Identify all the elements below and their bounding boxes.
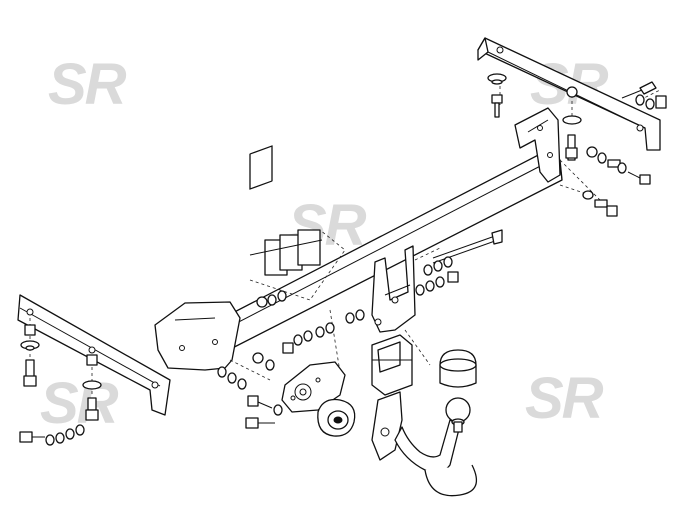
clamp-plates: [249, 145, 346, 301]
left-bracket-fasteners: [19, 324, 102, 446]
left-side-plate: [154, 301, 241, 371]
tow-hitch-arm: [371, 391, 478, 497]
watermark-top-left: SR: [48, 52, 127, 117]
right-mounting-bracket: [477, 37, 661, 151]
right-bracket-fasteners: [487, 73, 667, 217]
watermark-bottom-right: SR: [525, 366, 604, 431]
crossbar-fasteners: [217, 256, 459, 429]
center-hitch-bracket: [371, 245, 416, 333]
electrical-socket: [317, 398, 356, 437]
receiver-block: [371, 334, 413, 396]
towball-cap: [439, 349, 477, 388]
right-side-plate: [514, 107, 561, 183]
long-bolt: [432, 229, 503, 264]
main-crossbar: [189, 149, 563, 363]
